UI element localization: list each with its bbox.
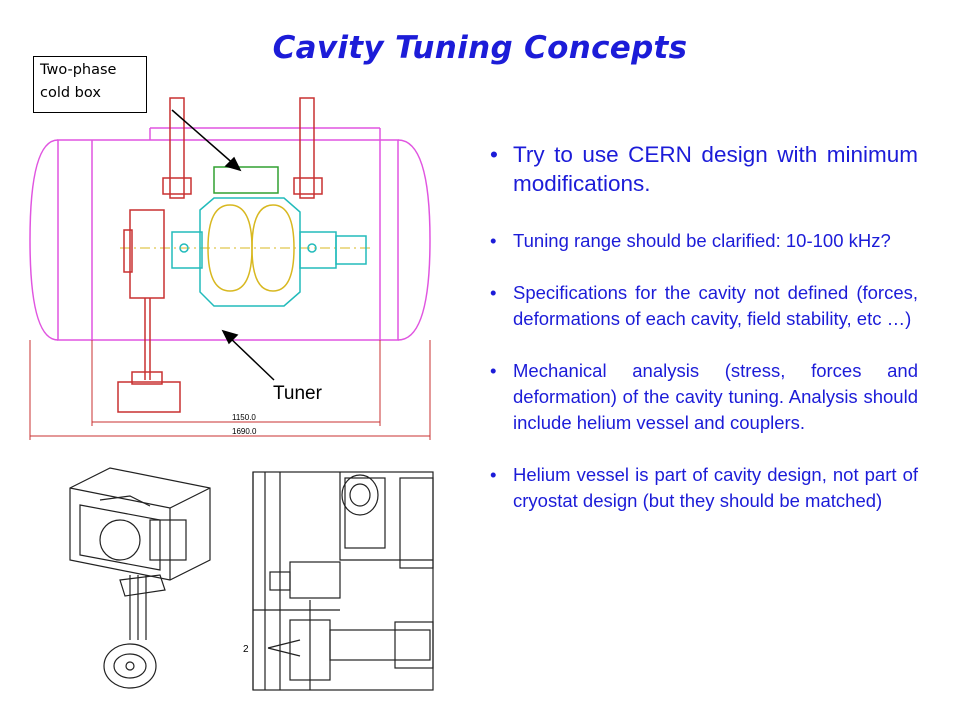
tuner-label: Tuner	[273, 383, 322, 404]
detail-label-2: 2	[243, 644, 249, 655]
cavity-cells	[207, 204, 295, 292]
support-posts	[162, 97, 323, 199]
callout-arrows	[171, 109, 275, 381]
helium-vessel-outline	[199, 197, 301, 307]
dimension-outer-label: 1690.0	[232, 427, 257, 436]
coupler-port-left	[171, 231, 203, 269]
bullet-item: Specifications for the cavity not define…	[490, 280, 918, 332]
two-phase-cold-box	[213, 166, 279, 194]
beam-pipe-right	[335, 235, 367, 265]
cold-box-callout-label: Two-phase cold box	[33, 56, 147, 113]
tuner-section-drawing	[252, 471, 434, 691]
tuner-assembly	[117, 209, 181, 413]
bullet-list: Try to use CERN design with minimum modi…	[490, 140, 918, 540]
tuner-isometric-drawing	[69, 467, 211, 689]
coupler-port-right	[299, 231, 337, 269]
slide-title: Cavity Tuning Concepts	[272, 30, 688, 66]
bullet-item: Tuning range should be clarified: 10-100…	[490, 228, 918, 254]
bullet-item: Helium vessel is part of cavity design, …	[490, 462, 918, 514]
dimension-inner-label: 1150.0	[232, 413, 256, 422]
dimension-lines	[29, 340, 431, 440]
bullet-item: Mechanical analysis (stress, forces and …	[490, 358, 918, 436]
bullet-item: Try to use CERN design with minimum modi…	[490, 140, 918, 198]
